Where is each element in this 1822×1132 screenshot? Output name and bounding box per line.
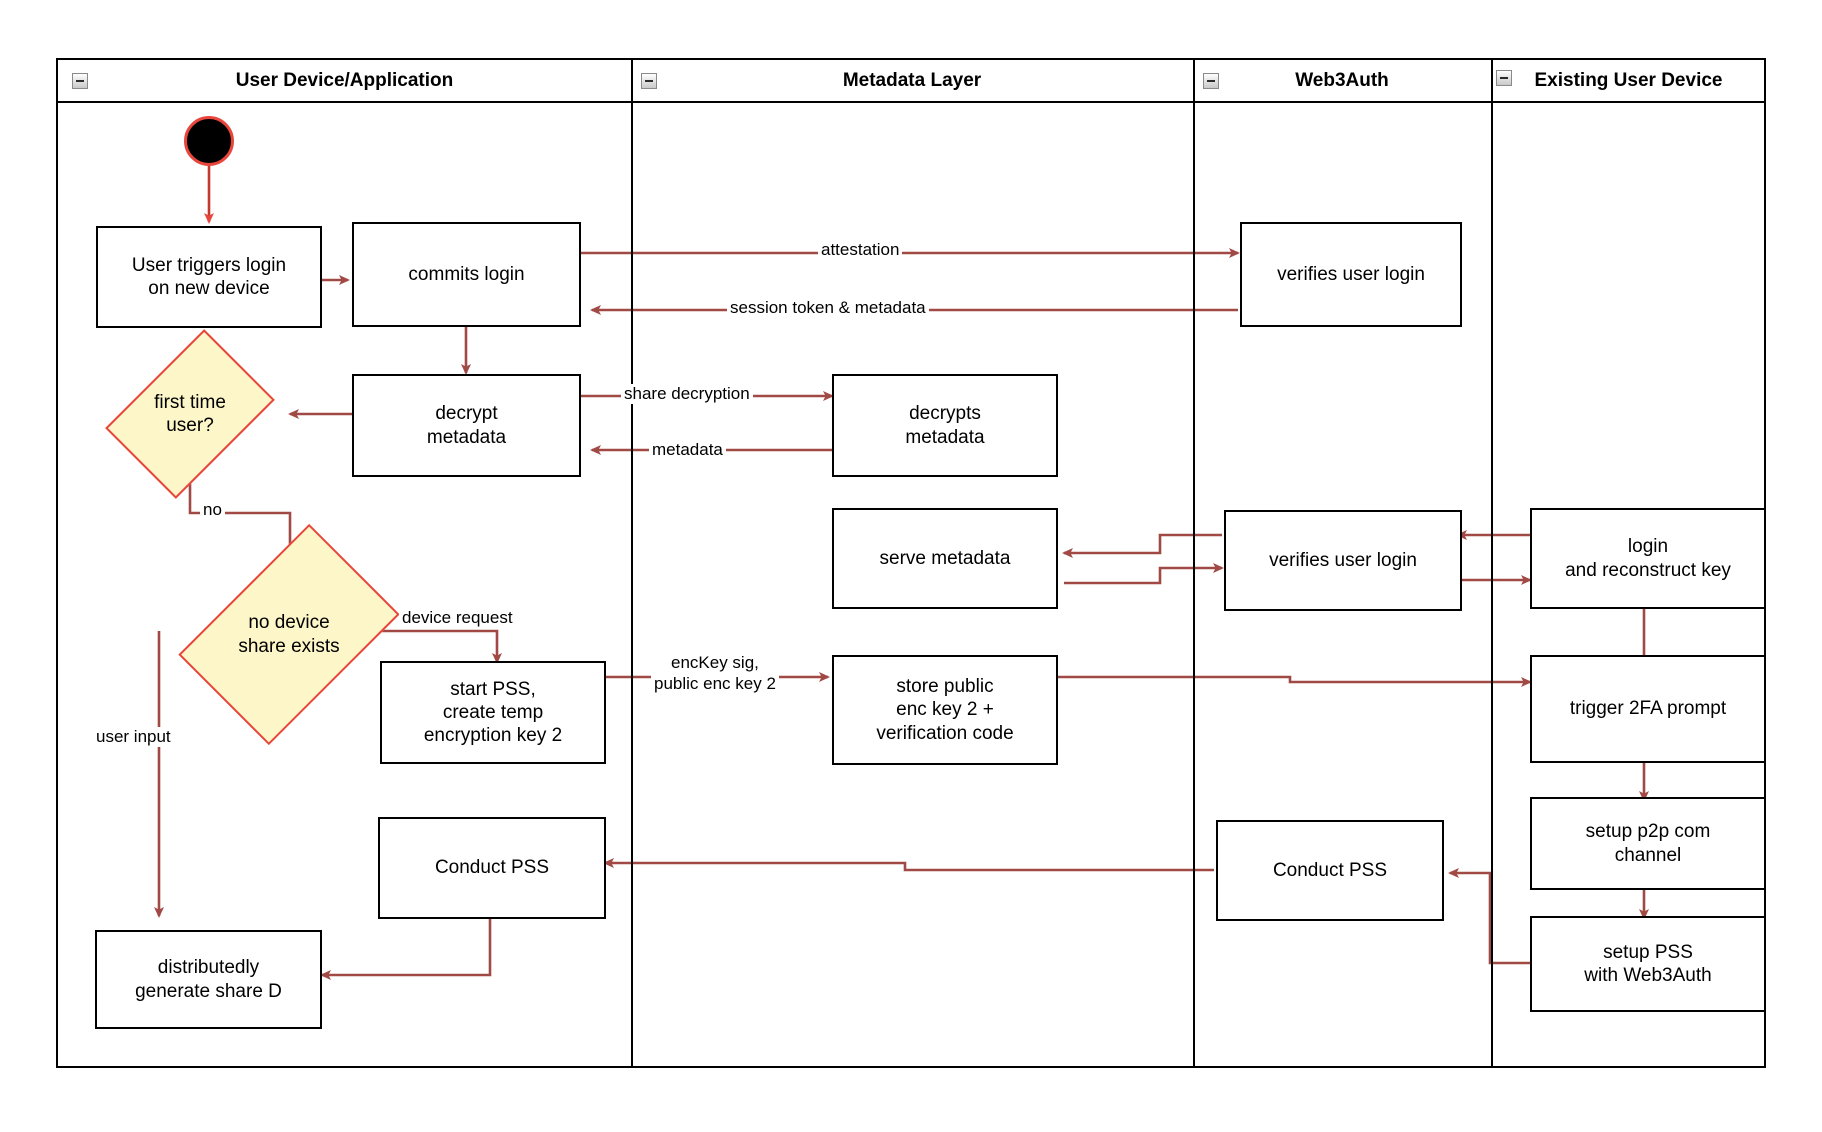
node-commits-login[interactable]: commits login <box>352 222 581 327</box>
swimlane-title-metadata: Metadata Layer <box>842 69 982 91</box>
start-node[interactable] <box>184 116 234 166</box>
decision-label: no device share exists <box>238 612 340 657</box>
node-generate-share-d[interactable]: distributedly generate share D <box>95 930 322 1029</box>
swimlane-header-user-device[interactable]: User Device/Application <box>58 60 631 103</box>
collapse-icon[interactable] <box>72 73 88 89</box>
node-first-time-user[interactable]: first time user? <box>105 329 275 499</box>
swimlane-header-metadata[interactable]: Metadata Layer <box>631 60 1193 103</box>
node-decrypt-metadata[interactable]: decrypt metadata <box>352 374 581 477</box>
edge-label-no: no <box>200 500 225 521</box>
node-login-and-reconstruct-key[interactable]: login and reconstruct key <box>1530 508 1766 609</box>
collapse-icon[interactable] <box>1203 73 1219 89</box>
swimlane-divider <box>1491 60 1493 1066</box>
node-setup-p2p-com-channel[interactable]: setup p2p com channel <box>1530 797 1766 890</box>
node-decrypts-metadata[interactable]: decrypts metadata <box>832 374 1058 477</box>
node-no-device-share-exists[interactable]: no device share exists <box>178 523 400 746</box>
collapse-icon[interactable] <box>1496 70 1512 86</box>
edge-label-share-decryption: share decryption <box>621 384 753 405</box>
node-user-triggers-login[interactable]: User triggers login on new device <box>96 226 322 328</box>
node-serve-metadata[interactable]: serve metadata <box>832 508 1058 609</box>
swimlane-divider <box>1193 60 1195 1066</box>
node-setup-pss-with-web3auth[interactable]: setup PSS with Web3Auth <box>1530 916 1766 1012</box>
edge-label-device-request: device request <box>399 608 516 629</box>
node-conduct-pss-web3auth[interactable]: Conduct PSS <box>1216 820 1444 921</box>
swimlane-title-web3auth: Web3Auth <box>1295 69 1389 91</box>
swimlane-divider <box>631 60 633 1066</box>
edge-label-attestation: attestation <box>818 240 903 261</box>
edge-label-user-input: user input <box>93 727 174 748</box>
node-trigger-2fa-prompt[interactable]: trigger 2FA prompt <box>1530 655 1766 763</box>
edge-label-metadata: metadata <box>649 440 726 461</box>
node-start-pss[interactable]: start PSS, create temp encryption key 2 <box>380 661 606 764</box>
node-verifies-user-login-1[interactable]: verifies user login <box>1240 222 1462 327</box>
swimlane-title-existing-device: Existing User Device <box>1534 69 1723 91</box>
node-store-public-enc-key[interactable]: store public enc key 2 + verification co… <box>832 655 1058 765</box>
swimlane-header-existing-device[interactable]: Existing User Device <box>1491 60 1766 103</box>
swimlane-title-user-device: User Device/Application <box>235 69 454 91</box>
edge-label-enckey-sig: encKey sig, public enc key 2 <box>651 652 779 695</box>
swimlane-header-web3auth[interactable]: Web3Auth <box>1193 60 1491 103</box>
decision-label: first time user? <box>154 391 226 436</box>
collapse-icon[interactable] <box>641 73 657 89</box>
node-verifies-user-login-2[interactable]: verifies user login <box>1224 510 1462 611</box>
edge-label-session-token: session token & metadata <box>727 298 929 319</box>
node-conduct-pss-user[interactable]: Conduct PSS <box>378 817 606 919</box>
